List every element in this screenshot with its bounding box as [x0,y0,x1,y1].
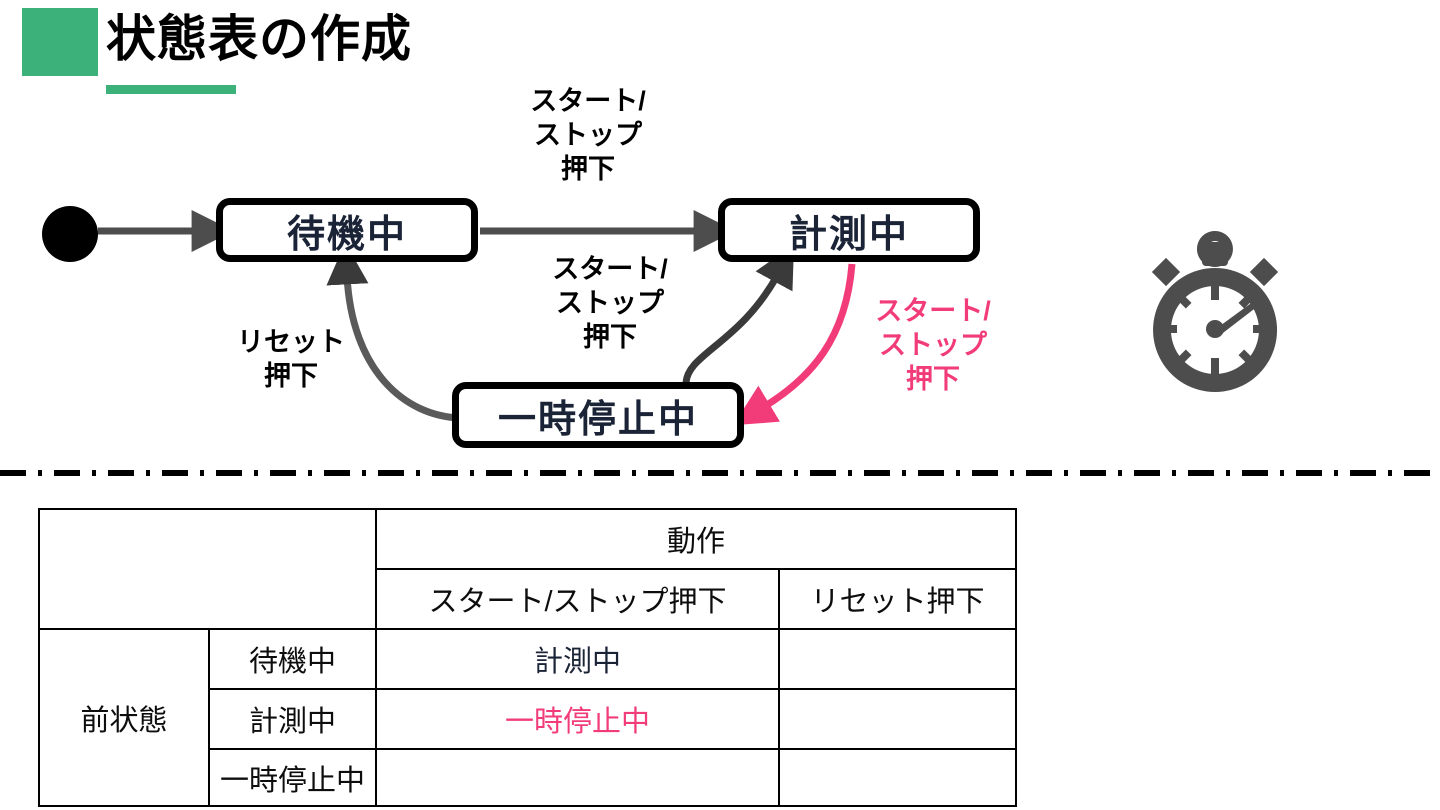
edge-paused-to-measure [682,244,795,385]
stopwatch-icon [1151,231,1279,392]
table-row-group-label: 前状態 [38,628,210,807]
table-corner-blank [38,508,377,630]
state-node-idle[interactable]: 待機中 [216,198,478,262]
state-label-measuring: 計測中 [788,213,909,256]
section-divider [0,470,1440,476]
title-accent-underline [106,85,236,94]
page-title: 状態表の作成 [106,11,412,67]
table-cell-paused-reset [778,748,1017,807]
edge-label-idle-to-measure: スタート/ ストップ 押下 [530,86,646,184]
state-label-idle: 待機中 [286,213,407,256]
state-node-paused[interactable]: 一時停止中 [452,382,744,448]
edge-paused-to-idle [326,242,461,422]
table-cell-state-idle: 待機中 [208,628,377,690]
table-row: 一時停止中 [39,748,1017,807]
state-node-measuring[interactable]: 計測中 [718,198,980,262]
edge-measure-to-paused [733,263,856,426]
edge-label-paused-to-idle: リセット 押下 [237,327,345,391]
state-transition-table: 動作 スタート/ストップ押下 リセット押下 前状態 待機中 計測中 計測中 一時… [38,508,1017,807]
state-machine-diagram: 待機中 計測中 一時停止中 スタート/ ストップ 押下 スタート/ ストップ 押… [0,70,1440,480]
table-row-header-columns: スタート/ストップ押下 リセット押下 [39,568,1017,630]
edge-label-measure-to-paused: スタート/ ストップ 押下 [875,296,991,394]
table-row: 計測中 一時停止中 [39,688,1017,750]
table-row: 前状態 待機中 計測中 [38,628,1017,807]
table-cell-state-measuring: 計測中 [208,688,377,750]
edge-label-paused-to-measure: スタート/ ストップ 押下 [552,254,668,352]
table-row-header-group: 動作 [38,508,1017,630]
table-header-action-group: 動作 [375,508,1017,570]
title-accent-square [22,8,98,76]
table-header-start-stop: スタート/ストップ押下 [375,568,780,630]
table-cell-state-paused: 一時停止中 [208,748,377,807]
slide-title-bar: 状態表の作成 [0,0,1440,110]
table-cell-paused-start-stop [375,748,780,807]
initial-state-dot [42,206,98,262]
table-cell-measuring-reset [778,688,1017,750]
table-cell-idle-reset [778,628,1017,690]
table-header-reset: リセット押下 [778,568,1017,630]
diagram-arrow-layer [98,210,856,426]
state-label-paused: 一時停止中 [497,398,698,441]
table-cell-idle-start-stop: 計測中 [375,628,780,690]
table-cell-measuring-start-stop: 一時停止中 [375,688,780,750]
